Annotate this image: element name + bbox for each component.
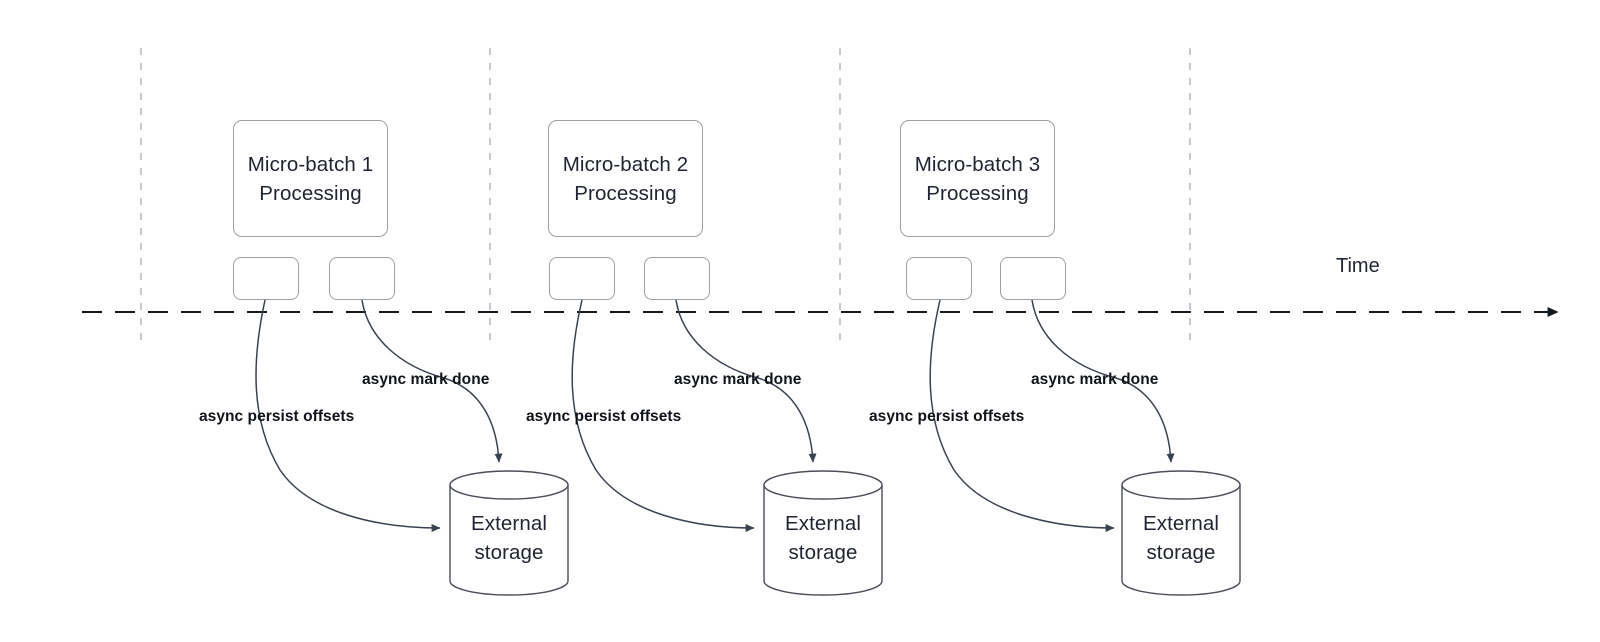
task-box-mb2-task-a[interactable] [549, 257, 615, 300]
edge-label-mb1-persist: async persist offsets [199, 408, 355, 425]
external-storage-3[interactable]: External storage [1122, 471, 1240, 595]
task-box-mb3-task-b[interactable] [1000, 257, 1066, 300]
task-box-mb1-task-a[interactable] [233, 257, 299, 300]
edge-label-mb2-persist: async persist offsets [526, 408, 682, 425]
external-storage-1[interactable]: External storage [450, 471, 568, 595]
external-storage-label: External storage [784, 512, 861, 564]
process-box-label: Micro-batch 2 Processing [562, 152, 689, 205]
task-box-mb2-task-b[interactable] [644, 257, 710, 300]
process-box-micro-batch-1[interactable]: Micro-batch 1 Processing [233, 120, 388, 237]
edge-label-mb2-mark: async mark done [674, 371, 802, 388]
process-box-label: Micro-batch 3 Processing [914, 152, 1041, 205]
external-storage-2[interactable]: External storage [764, 471, 882, 595]
process-box-micro-batch-3[interactable]: Micro-batch 3 Processing [900, 120, 1055, 237]
external-storage-label: External storage [1142, 512, 1219, 564]
edge-label-mb3-mark: async mark done [1031, 371, 1159, 388]
edge-label-mb3-persist: async persist offsets [869, 408, 1025, 425]
process-box-label: Micro-batch 1 Processing [247, 152, 374, 205]
process-box-micro-batch-2[interactable]: Micro-batch 2 Processing [548, 120, 703, 237]
time-axis-label: Time [1336, 255, 1380, 277]
edge-label-mb1-mark: async mark done [362, 371, 490, 388]
task-box-mb1-task-b[interactable] [329, 257, 395, 300]
task-box-mb3-task-a[interactable] [906, 257, 972, 300]
external-storage-label: External storage [470, 512, 547, 564]
